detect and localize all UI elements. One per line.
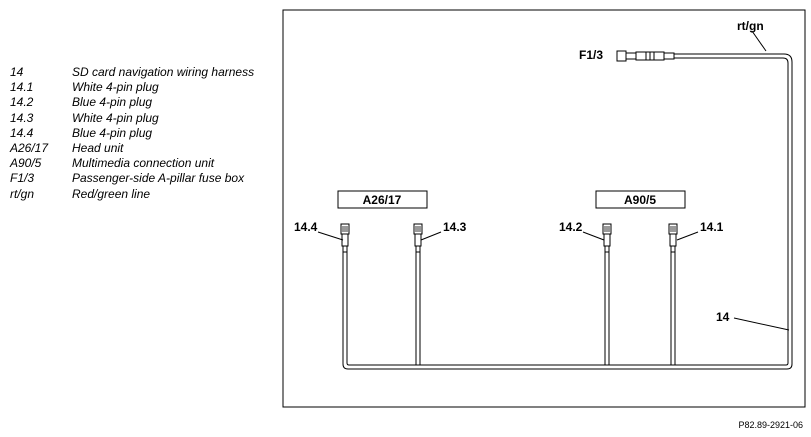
legend-desc: SD card navigation wiring harness <box>72 65 255 79</box>
legend-desc: Blue 4-pin plug <box>72 95 153 110</box>
legend-key: 14.3 <box>10 110 34 125</box>
legend-key: A90/5 <box>10 156 42 171</box>
multimedia-unit-box <box>595 190 686 209</box>
plug-label-14-3: 14.3 <box>443 220 467 234</box>
head-unit-label: A26/17 <box>363 193 402 207</box>
fuse-label: F1/3 <box>579 48 603 62</box>
legend-desc: Passenger-side A-pillar fuse box <box>72 171 245 186</box>
legend-desc: White 4-pin plug <box>72 80 159 95</box>
legend-desc: Head unit <box>72 141 124 156</box>
plug-14-4 <box>340 223 350 253</box>
legend-row: 14 SD card navigation wiring harness <box>10 65 272 80</box>
legend-desc: Red/green line <box>72 186 151 201</box>
plug-14-3 <box>413 223 423 253</box>
plug-14-2 <box>602 223 612 253</box>
leader-lines <box>317 30 790 331</box>
legend-row: A26/17 Head unit <box>10 141 272 156</box>
plug-label-14-2: 14.2 <box>559 220 583 234</box>
legend-key: 14.4 <box>10 125 34 140</box>
harness-label: 14 <box>716 310 730 324</box>
plug-14-1 <box>668 223 678 253</box>
legend: 14 SD card navigation wiring harness 14.1… <box>10 65 272 202</box>
legend-desc: White 4-pin plug <box>72 110 159 125</box>
legend-key: 14.1 <box>10 80 34 95</box>
legend-row: 14.1 White 4-pin plug <box>10 80 272 95</box>
figure-reference: P82.89-2921-06 <box>738 420 803 430</box>
legend-row: rt/gn Red/green line <box>10 187 272 202</box>
legend-key: F1/3 <box>10 171 35 186</box>
plug-label-14-1: 14.1 <box>700 220 724 234</box>
legend-row: 14.3 White 4-pin plug <box>10 111 272 126</box>
legend-key: rt/gn <box>10 186 35 201</box>
legend-row: A90/5 Multimedia connection unit <box>10 156 272 171</box>
multimedia-unit-label: A90/5 <box>624 193 656 207</box>
legend-key: 14.2 <box>10 95 34 110</box>
legend-desc: Blue 4-pin plug <box>72 125 153 140</box>
fuse-connector <box>616 50 675 62</box>
legend-key: A26/17 <box>10 141 49 156</box>
legend-desc: Multimedia connection unit <box>72 156 215 171</box>
plug-label-14-4: 14.4 <box>294 220 318 234</box>
diagram-frame <box>282 9 806 408</box>
harness-cable <box>342 53 793 370</box>
legend-key: 14 <box>10 65 24 79</box>
head-unit-box <box>337 190 428 209</box>
wire-color-label: rt/gn <box>737 19 764 33</box>
legend-row: 14.4 Blue 4-pin plug <box>10 126 272 141</box>
legend-row: 14.2 Blue 4-pin plug <box>10 95 272 110</box>
legend-row: F1/3 Passenger-side A-pillar fuse box <box>10 171 272 186</box>
